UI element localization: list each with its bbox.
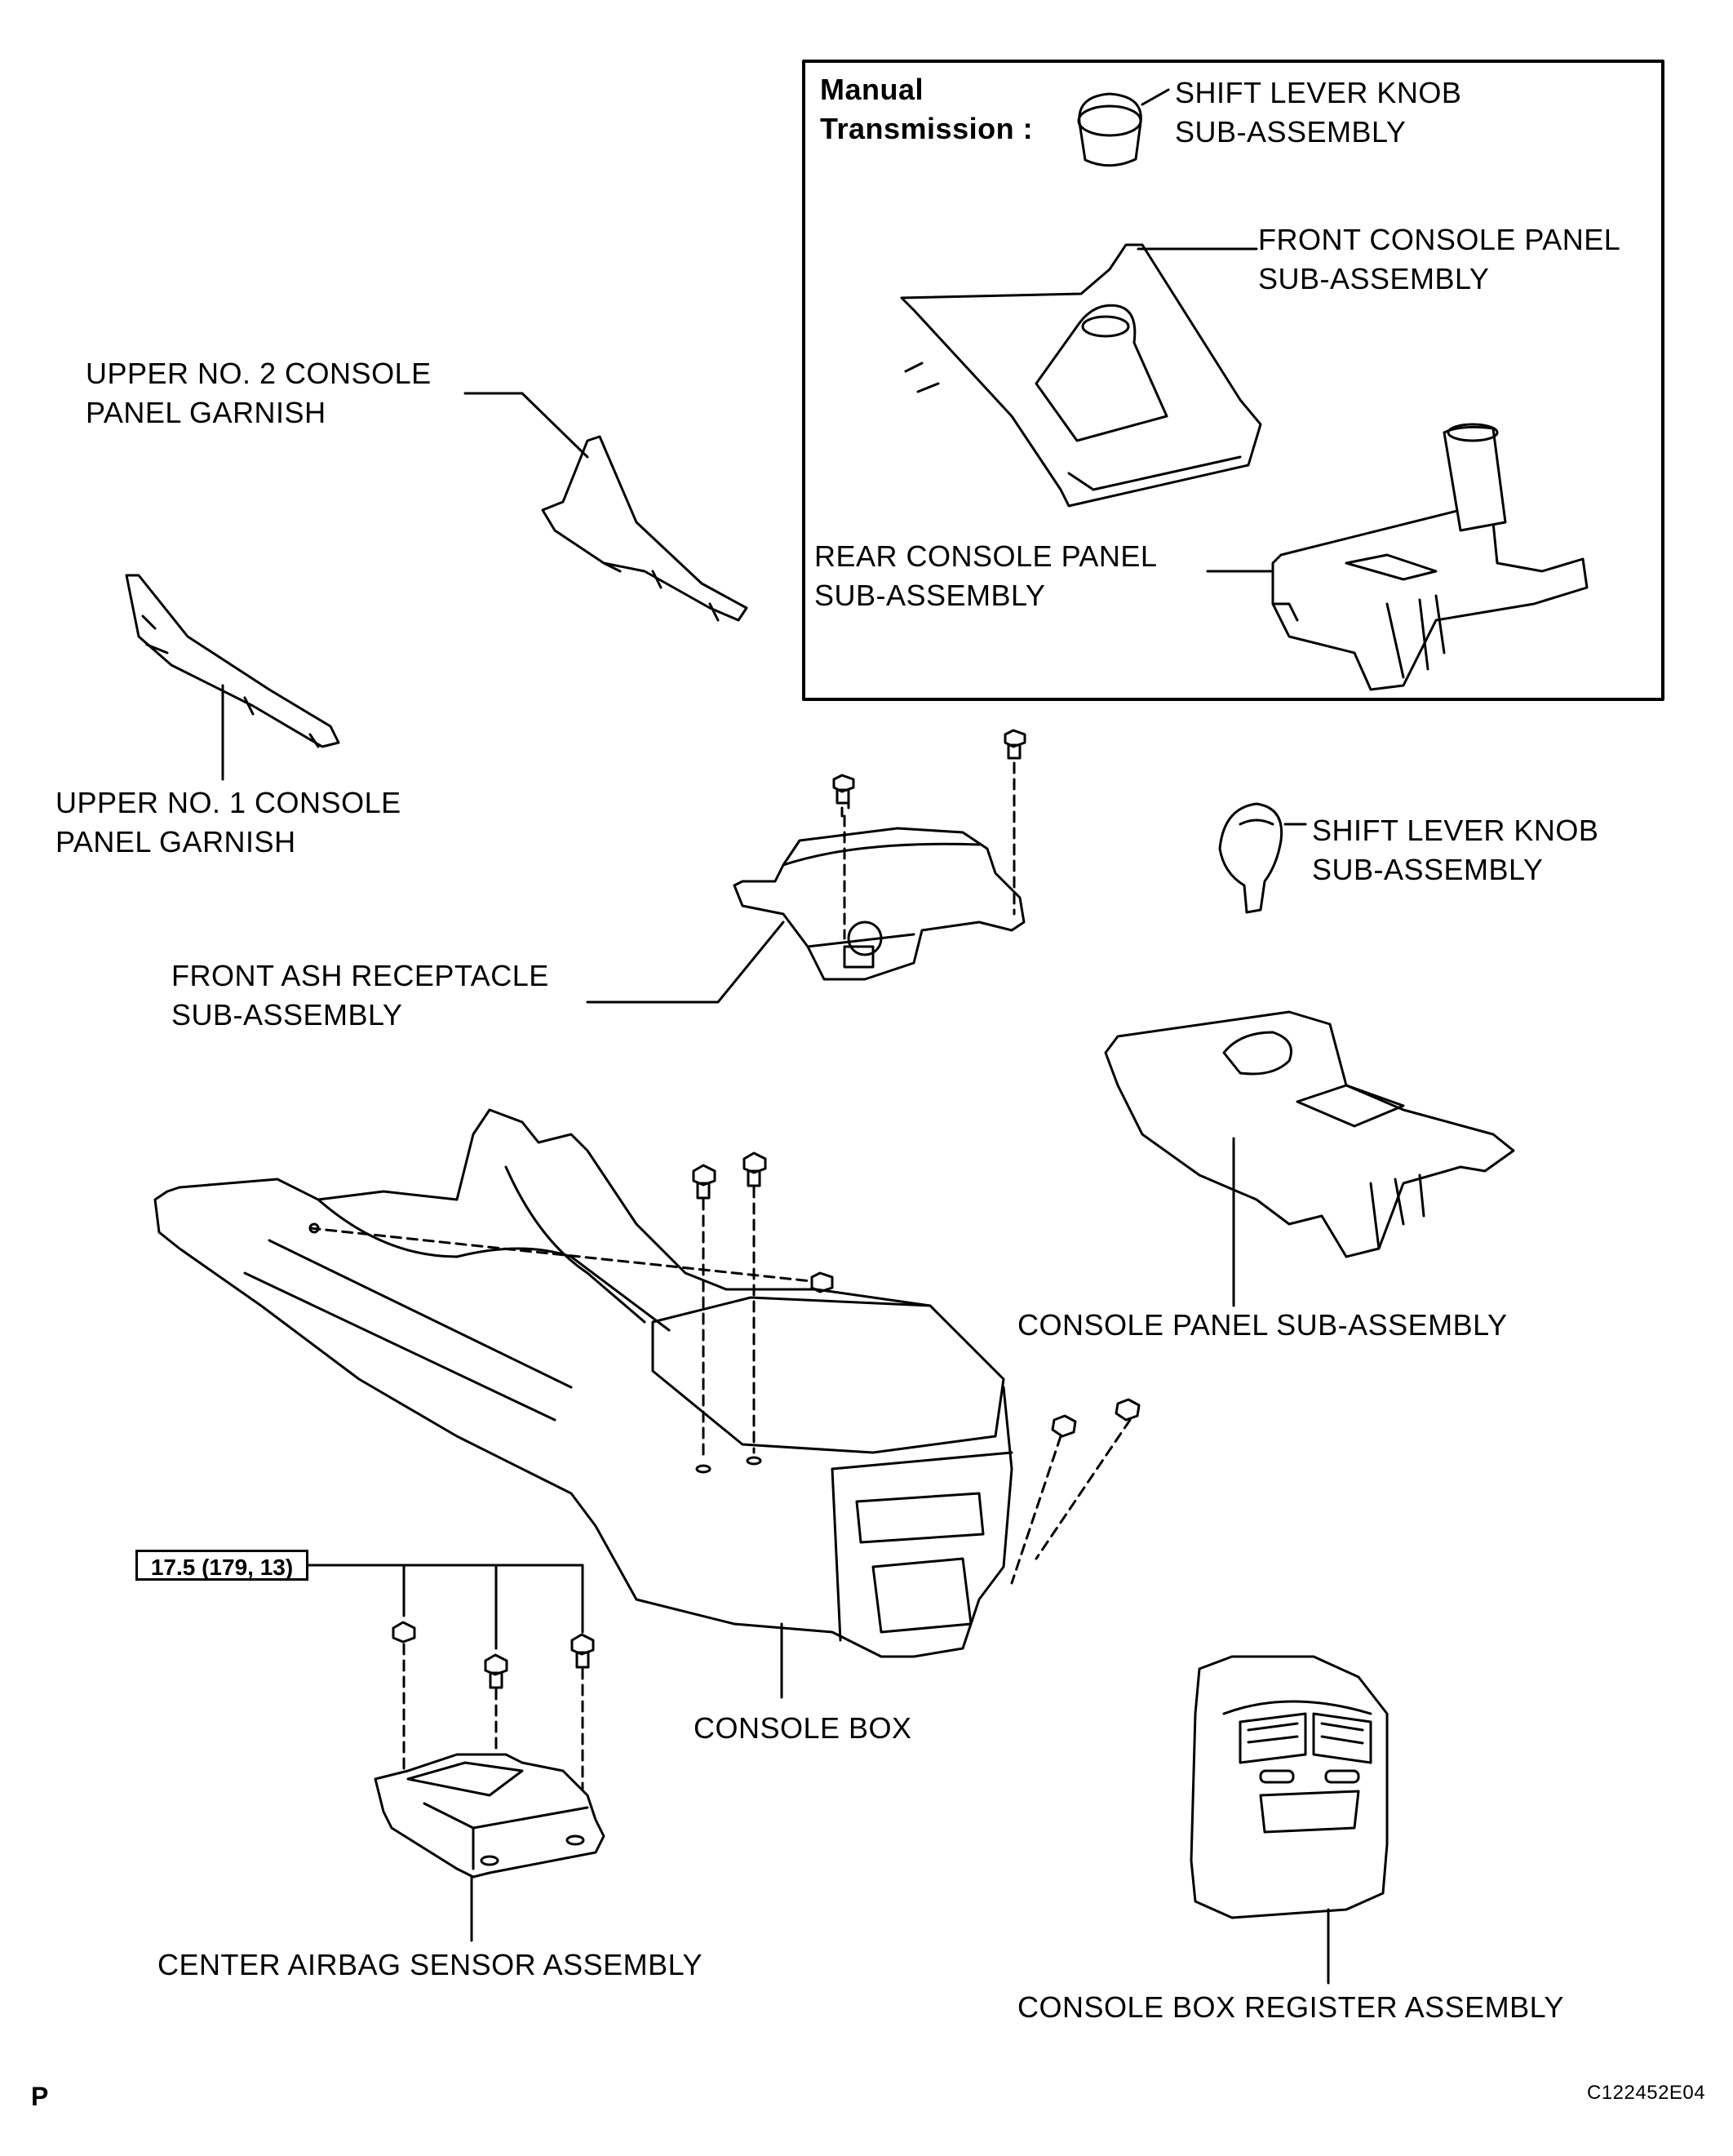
front-ash-receptacle-label-line2: SUB-ASSEMBLY bbox=[171, 998, 403, 1031]
inset-rear-panel-label-line2: SUB-ASSEMBLY bbox=[814, 579, 1046, 612]
at-shift-knob-part bbox=[1218, 802, 1307, 914]
torque-spec-box: 17.5 (179, 13) bbox=[135, 1550, 308, 1581]
inset-front-panel-label-line2: SUB-ASSEMBLY bbox=[1258, 262, 1490, 295]
manual-transmission-inset-frame bbox=[802, 60, 1664, 701]
mt-rear-console-panel-part bbox=[1206, 423, 1589, 691]
inset-shift-knob-label-line1: SHIFT LEVER KNOB bbox=[1175, 76, 1462, 109]
console-box-register-label: CONSOLE BOX REGISTER ASSEMBLY bbox=[1017, 1990, 1565, 2024]
mt-shift-knob-part bbox=[1077, 88, 1170, 167]
console-panel-label: CONSOLE PANEL SUB-ASSEMBLY bbox=[1017, 1308, 1508, 1342]
console-box-label: CONSOLE BOX bbox=[694, 1711, 912, 1745]
shift-knob-label-line1: SHIFT LEVER KNOB bbox=[1312, 814, 1599, 847]
upper-no1-garnish-part bbox=[125, 574, 340, 781]
upper-no1-garnish-label-line1: UPPER NO. 1 CONSOLE bbox=[55, 786, 401, 819]
inset-heading-line2: Transmission : bbox=[820, 112, 1034, 145]
shift-knob-label-line2: SUB-ASSEMBLY bbox=[1312, 853, 1544, 886]
front-ash-receptacle-part bbox=[586, 827, 1026, 1004]
inset-heading-line1: Manual bbox=[820, 73, 924, 106]
airbag-sensor-label: CENTER AIRBAG SENSOR ASSEMBLY bbox=[157, 1948, 703, 1981]
mt-front-console-panel-part bbox=[900, 243, 1262, 508]
airbag-sensor-bolts bbox=[307, 1564, 595, 1821]
inset-shift-knob-label-line2: SUB-ASSEMBLY bbox=[1175, 115, 1407, 149]
console-box-bolts bbox=[692, 1151, 1141, 1585]
figure-code: C122452E04 bbox=[1587, 2082, 1706, 2104]
front-ash-receptacle-label-line1: FRONT ASH RECEPTACLE bbox=[171, 959, 549, 992]
console-box-register-part bbox=[1190, 1655, 1389, 1985]
upper-no2-garnish-label-line1: UPPER NO. 2 CONSOLE bbox=[86, 357, 432, 390]
ash-receptacle-bolts bbox=[832, 729, 1026, 940]
upper-no2-garnish-label-line2: PANEL GARNISH bbox=[86, 396, 326, 429]
console-panel-part bbox=[1104, 1010, 1515, 1307]
center-airbag-sensor-part bbox=[374, 1753, 605, 1942]
upper-no1-garnish-label-line2: PANEL GARNISH bbox=[55, 825, 296, 858]
inset-rear-panel-label-line1: REAR CONSOLE PANEL bbox=[814, 539, 1158, 573]
inset-front-panel-label-line1: FRONT CONSOLE PANEL bbox=[1258, 223, 1621, 256]
page-mark: P bbox=[31, 2082, 49, 2111]
upper-no2-garnish-part bbox=[463, 392, 748, 622]
console-box-part bbox=[153, 1108, 1013, 1699]
